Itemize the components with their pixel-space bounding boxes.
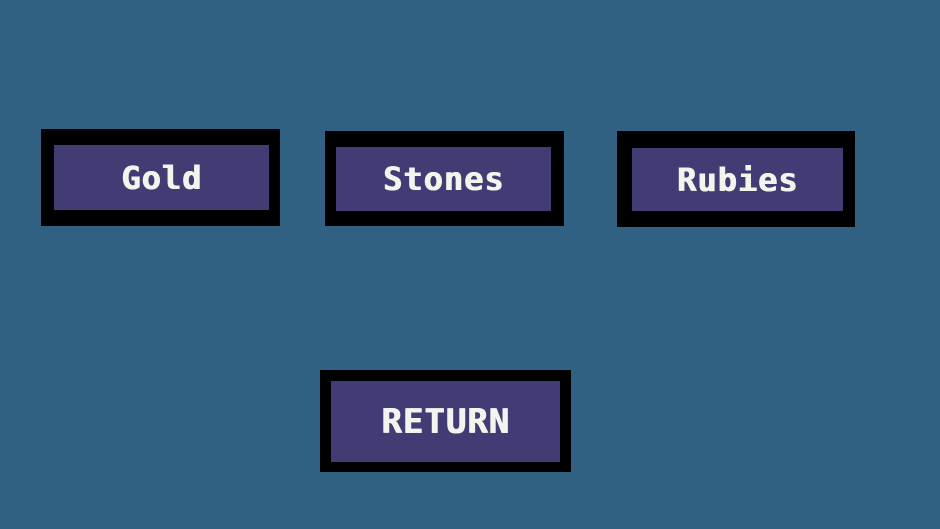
gold-button-label: Gold [54,145,269,210]
rubies-button[interactable]: Rubies [617,131,855,227]
gold-button[interactable]: Gold [41,129,280,226]
return-button[interactable]: RETURN [320,370,571,472]
stones-button-label: Stones [336,147,551,211]
stones-button[interactable]: Stones [325,131,564,226]
rubies-button-label: Rubies [632,148,843,211]
return-button-label: RETURN [331,381,560,462]
